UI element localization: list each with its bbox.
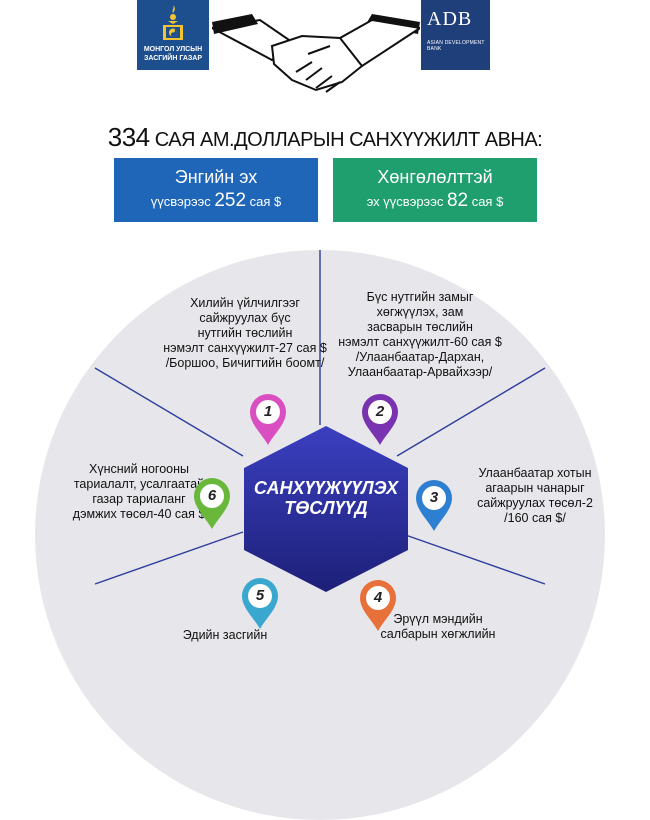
pin-number: 5: [255, 587, 265, 604]
headline-amount: 334: [107, 122, 150, 152]
adb-logo: ADB ASIAN DEVELOPMENT BANK: [421, 0, 490, 70]
center-title-line1: Санхүүжүүлэх: [253, 478, 399, 498]
project-2-description: Бүс нутгийн замыг хөгжүүлэх, зам засвары…: [338, 290, 502, 379]
center-title-line2: төслүүд: [284, 498, 368, 518]
soyombo-emblem-icon: [163, 5, 183, 40]
project-5-pin-icon: 5: [240, 578, 280, 630]
project-1-description: Хилийн үйлчилгээг сайжруулах бүс нутгийн…: [163, 296, 327, 370]
project-2-pin-icon: 2: [360, 394, 400, 446]
center-title: Санхүүжүүлэх төслүүд: [240, 478, 412, 518]
concessional-funding-box: Хөнгөлөлттэй эх үүсвэрээс 82 сая $: [333, 158, 537, 222]
wheel-divider-lines: [94, 250, 546, 585]
project-6-pin-icon: 6: [192, 478, 232, 530]
gov-logo-line2: ЗАСГИЙН ГАЗАР: [143, 55, 203, 62]
adb-logo-title: ADB: [427, 8, 473, 30]
funding-line1: Энгийн эх: [174, 167, 258, 187]
funding-line2: үүсвэрээс 252 сая $: [150, 190, 282, 211]
ordinary-funding-box: Энгийн эх үүсвэрээс 252 сая $: [114, 158, 318, 222]
project-6-description: Хүнсний ногооны тариалалт, усалгаатай га…: [72, 462, 206, 521]
pin-number: 1: [263, 403, 273, 420]
pin-number: 2: [375, 403, 385, 420]
funding-amount: 82: [446, 190, 469, 211]
mongolian-government-logo: МОНГОЛ УЛСЫН ЗАСГИЙН ГАЗАР: [137, 0, 209, 70]
project-4-pin-icon: 4: [358, 580, 398, 632]
adb-logo-subtitle: ASIAN DEVELOPMENT BANK: [427, 40, 485, 52]
pin-number: 6: [207, 487, 217, 504]
project-5-description: Эдийн засгийн: [182, 628, 268, 642]
handshake-icon: [212, 14, 420, 93]
funding-amount: 252: [214, 190, 247, 211]
gov-logo-text: МОНГОЛ УЛСЫН ЗАСГИЙН ГАЗАР: [137, 45, 209, 63]
project-4-description: Эрүүл мэндийн салбарын хөгжлийн: [380, 612, 496, 641]
funding-line1: Хөнгөлөлттэй: [377, 167, 493, 187]
gov-logo-line1: МОНГОЛ УЛСЫН: [143, 46, 203, 53]
pin-number: 3: [429, 489, 439, 506]
page-title: 334 сая ам.долларын санхүүжилт авна:: [0, 122, 650, 153]
project-3-pin-icon: 3: [414, 480, 454, 532]
center-hexagon: [244, 426, 408, 592]
pin-number: 4: [373, 589, 383, 606]
project-3-description: Улаанбаатар хотын агаарын чанарыг сайжру…: [477, 466, 593, 525]
project-1-pin-icon: 1: [248, 394, 288, 446]
funding-line2: эх үүсвэрээс 82 сая $: [366, 190, 504, 211]
headline-text: сая ам.долларын санхүүжилт авна:: [149, 129, 543, 151]
